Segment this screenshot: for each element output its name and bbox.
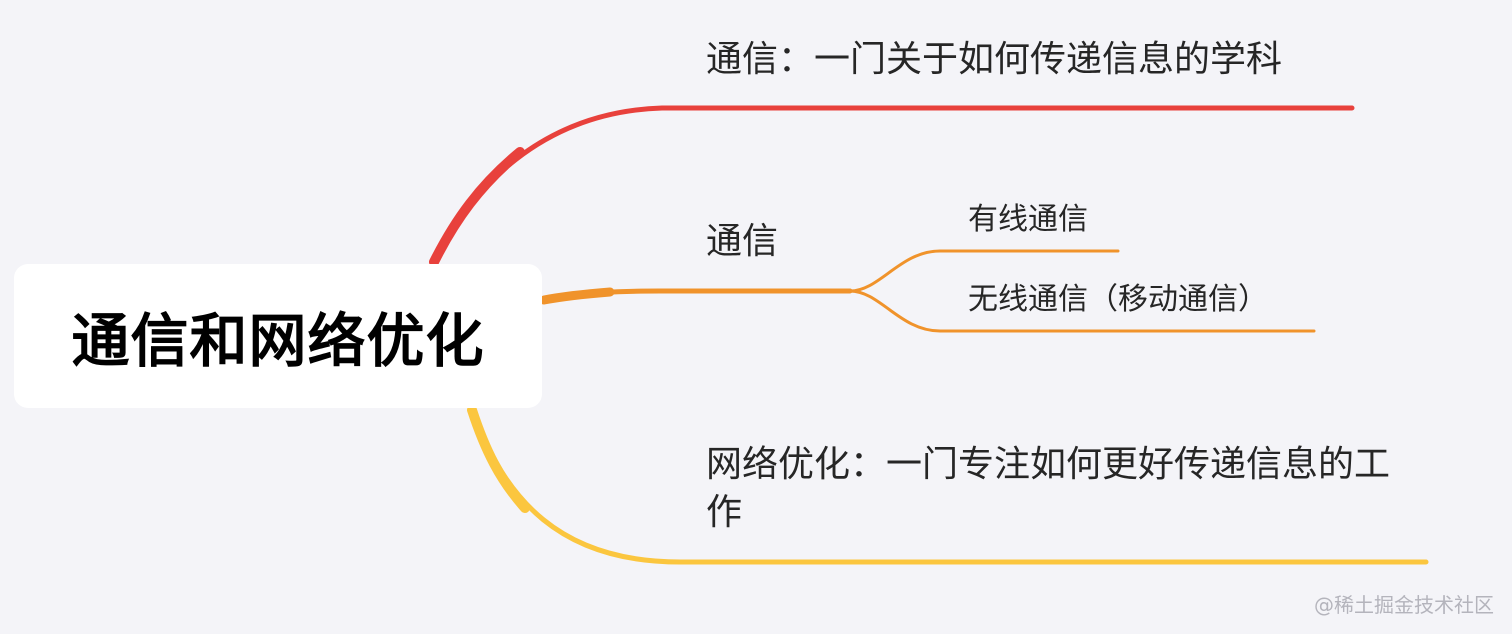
- branch-edge-communication-definition: [431, 105, 1355, 265]
- root-node[interactable]: 通信和网络优化: [14, 264, 542, 408]
- branch-edge-communication: [541, 288, 853, 303]
- watermark: @稀土掘金技术社区: [1314, 593, 1494, 617]
- branch-communication-definition[interactable]: 通信：一门关于如何传递信息的学科: [706, 39, 1283, 80]
- sub-edge-wired: [848, 249, 1120, 293]
- sub-branch-wireless-communication[interactable]: 无线通信（移动通信）: [968, 282, 1268, 317]
- sub-branch-wired-communication[interactable]: 有线通信: [968, 202, 1088, 237]
- branch-network-optimization[interactable]: 网络优化：一门专注如何更好传递信息的工作: [706, 444, 1391, 533]
- root-label: 通信和网络优化: [71, 307, 485, 375]
- sub-edge-wireless: [848, 289, 1316, 333]
- branch-edge-network-optimization: [469, 407, 1429, 565]
- branch-communication[interactable]: 通信: [706, 221, 779, 262]
